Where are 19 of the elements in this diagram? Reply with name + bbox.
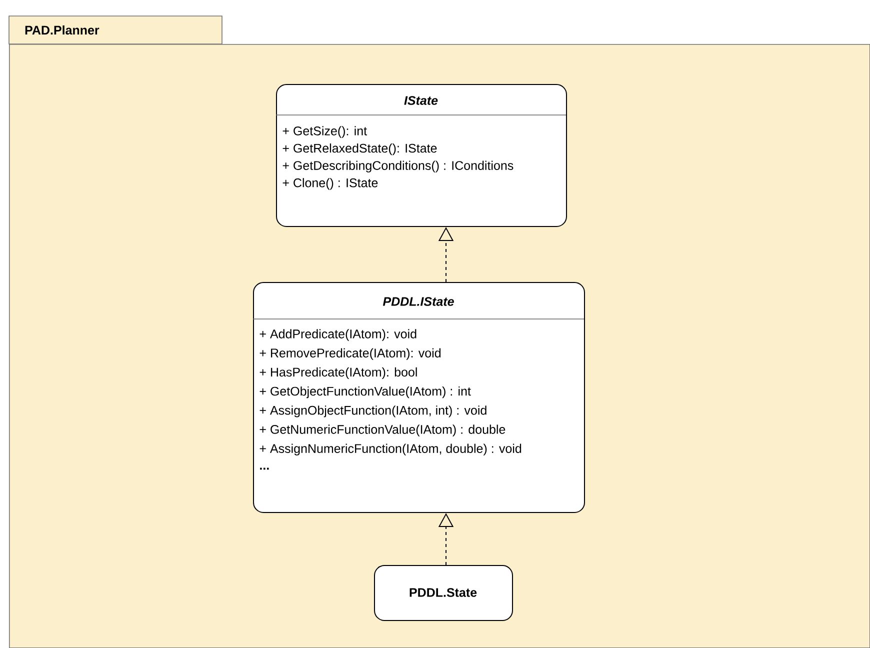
member-text: ... xyxy=(260,468,269,470)
member-text: + GetSize(): int xyxy=(282,126,367,138)
member-text: + GetRelaxedState(): IState xyxy=(282,143,437,156)
member-text: + Clone() : IState xyxy=(282,178,378,190)
class-box xyxy=(252,282,585,513)
class-name: PDDL.IState xyxy=(382,297,454,306)
member-text: + AssignNumericFunction(IAtom, double) : void xyxy=(260,444,522,456)
member-text: + AssignObjectFunction(IAtom, int) : void xyxy=(260,406,486,418)
class-name: IState xyxy=(404,96,438,105)
member-text: + GetNumericFunctionValue(IAtom) : double xyxy=(260,424,506,436)
member-text: + AddPredicate(IAtom): void xyxy=(260,329,416,341)
class-box xyxy=(276,84,567,227)
member-text: + RemovePredicate(IAtom): void xyxy=(260,348,441,360)
class-box xyxy=(374,565,513,621)
member-text: + GetObjectFunctionValue(IAtom) : int xyxy=(260,386,471,398)
member-text: + HasPredicate(IAtom): bool xyxy=(260,367,417,380)
member-text: + GetDescribingConditions() : IConditions xyxy=(282,160,514,172)
class-name: PDDL.State xyxy=(410,588,477,597)
node-label: PAD.Planner xyxy=(25,25,100,35)
